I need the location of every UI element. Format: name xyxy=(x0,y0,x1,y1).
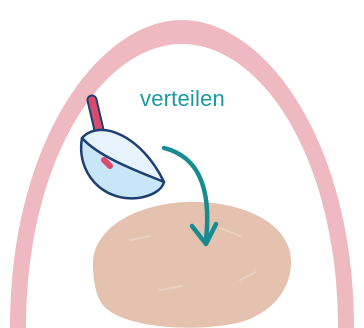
caption-verteilen: verteilen xyxy=(140,86,225,112)
paste-blob-icon xyxy=(93,202,291,328)
mixing-bowl-icon xyxy=(81,130,164,198)
